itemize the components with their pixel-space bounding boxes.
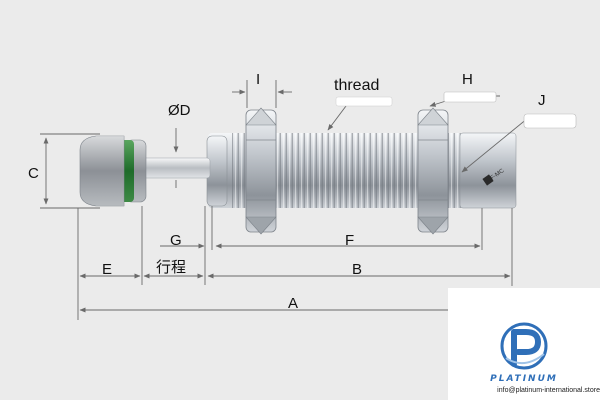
h-value-placeholder — [443, 91, 497, 103]
j-value-placeholder — [523, 113, 577, 129]
label-G: G — [170, 232, 182, 249]
label-thread: thread — [334, 77, 379, 94]
left-hex-nut — [245, 107, 277, 235]
piston-rod — [141, 157, 211, 179]
label-E: E — [102, 261, 112, 278]
label-B: B — [352, 261, 362, 278]
brand-name: PLATINUM — [490, 374, 558, 384]
label-I: I — [256, 71, 260, 88]
body-logo-mark — [482, 174, 494, 186]
label-H: H — [462, 71, 473, 88]
label-A: A — [288, 295, 298, 312]
label-J: J — [538, 92, 546, 109]
brand-email: info@platinum-international.store — [497, 387, 600, 394]
label-D: ØD — [168, 102, 191, 119]
body-rear-section — [459, 132, 517, 209]
label-F: F — [345, 232, 354, 249]
shock-absorber-body: F-MC — [79, 107, 517, 235]
platinum-logo-icon — [500, 322, 548, 370]
dimension-lines — [40, 80, 529, 320]
brand-panel: PLATINUM info@platinum-international.sto… — [448, 288, 600, 400]
label-C: C — [28, 165, 39, 182]
stopper-cap — [79, 135, 147, 207]
label-stroke: 行程 — [156, 259, 186, 276]
thread-value-placeholder — [335, 96, 393, 107]
right-hex-nut — [417, 107, 449, 235]
